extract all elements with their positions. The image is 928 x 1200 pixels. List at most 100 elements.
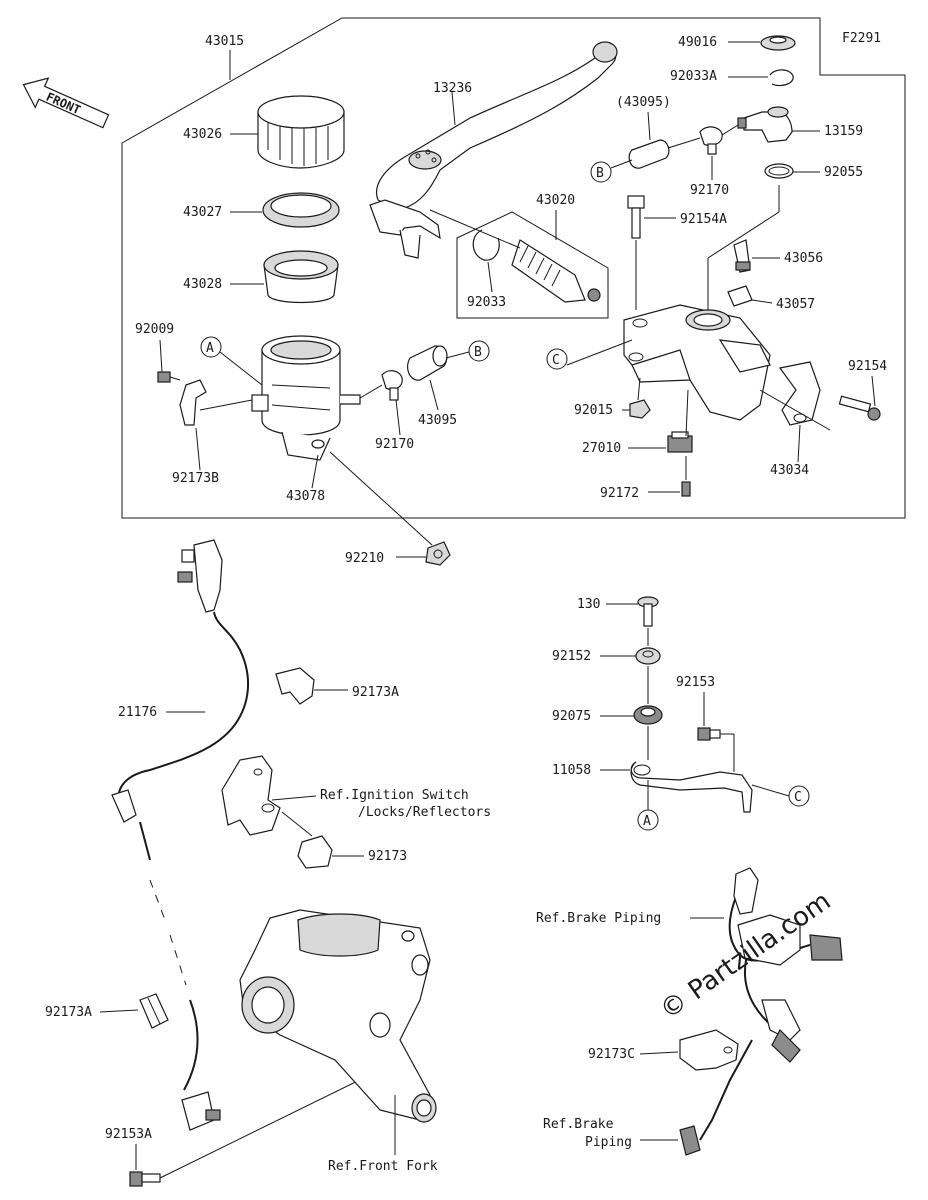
reservoir-plate bbox=[262, 192, 340, 228]
svg-text:B: B bbox=[596, 166, 604, 181]
nut-92015 bbox=[629, 399, 651, 419]
svg-text:A: A bbox=[643, 814, 651, 829]
figure-code: F2291 bbox=[842, 31, 881, 46]
label-43095-paren: (43095) bbox=[616, 95, 671, 110]
ref-brake-piping-1: Ref.Brake Piping bbox=[536, 911, 661, 926]
holder-43034 bbox=[778, 361, 821, 426]
hose-clamp-92170 bbox=[381, 370, 403, 401]
callout-b-top bbox=[590, 161, 612, 183]
label-92173B: 92173B bbox=[172, 471, 219, 486]
clip-92173 bbox=[297, 835, 333, 869]
label-27010: 27010 bbox=[582, 441, 621, 456]
ref-brake-piping-2b: Piping bbox=[585, 1135, 632, 1150]
ref-ignition-2: /Locks/Reflectors bbox=[358, 805, 491, 820]
label-43057: 43057 bbox=[776, 297, 815, 312]
bracket-ignition bbox=[221, 755, 281, 836]
label-92153A: 92153A bbox=[105, 1127, 152, 1142]
label-49016: 49016 bbox=[678, 35, 717, 50]
assembly-outline bbox=[121, 17, 906, 519]
brake-lever bbox=[369, 41, 618, 259]
label-13236: 13236 bbox=[433, 81, 472, 96]
label-92173A-top: 92173A bbox=[352, 685, 399, 700]
hose-43095-top bbox=[628, 139, 670, 169]
label-92173: 92173 bbox=[368, 849, 407, 864]
label-11058: 11058 bbox=[552, 763, 591, 778]
ref-ignition-1: Ref.Ignition Switch bbox=[320, 788, 469, 803]
label-92173C: 92173C bbox=[588, 1047, 635, 1062]
label-43015: 43015 bbox=[205, 34, 244, 49]
screw-92172 bbox=[681, 481, 691, 497]
label-92075: 92075 bbox=[552, 709, 591, 724]
label-92170-top: 92170 bbox=[690, 183, 729, 198]
clamp-92173A-top bbox=[275, 667, 315, 705]
fitting-13159 bbox=[737, 106, 793, 143]
reservoir-tank bbox=[251, 335, 361, 461]
label-130: 130 bbox=[577, 597, 600, 612]
label-92009: 92009 bbox=[135, 322, 174, 337]
label-92154A: 92154A bbox=[680, 212, 727, 227]
label-43078: 43078 bbox=[286, 489, 325, 504]
hose-43095 bbox=[407, 345, 448, 381]
label-43095: 43095 bbox=[418, 413, 457, 428]
label-92152: 92152 bbox=[552, 649, 591, 664]
callout-c-top bbox=[546, 348, 568, 370]
oring-92055 bbox=[764, 163, 794, 179]
bolt-92154A bbox=[627, 195, 645, 239]
label-92033A: 92033A bbox=[670, 69, 717, 84]
label-21176: 21176 bbox=[118, 705, 157, 720]
label-92210: 92210 bbox=[345, 551, 384, 566]
svg-text:A: A bbox=[206, 341, 214, 356]
piston-kit-frame bbox=[456, 211, 609, 319]
clamp-92173A-bottom bbox=[139, 993, 169, 1029]
svg-text:B: B bbox=[474, 345, 482, 360]
front-fork-bracket bbox=[239, 909, 437, 1123]
bolt-92154 bbox=[838, 395, 881, 421]
circlip-92033 bbox=[472, 229, 500, 261]
switch-27010 bbox=[667, 431, 693, 453]
bolt-92153 bbox=[697, 727, 721, 741]
clamp-92173C bbox=[679, 1029, 739, 1071]
cap-49016 bbox=[760, 35, 796, 51]
label-92173A-bottom: 92173A bbox=[45, 1005, 92, 1020]
washer-92152 bbox=[635, 647, 661, 665]
circlip-92033A bbox=[769, 69, 794, 87]
label-43020: 43020 bbox=[536, 193, 575, 208]
label-43056: 43056 bbox=[784, 251, 823, 266]
reservoir-cap bbox=[257, 95, 345, 169]
label-92033: 92033 bbox=[467, 295, 506, 310]
label-92170: 92170 bbox=[375, 437, 414, 452]
label-92154: 92154 bbox=[848, 359, 887, 374]
brake-piping bbox=[679, 867, 843, 1156]
hose-clamp-92170-top bbox=[699, 126, 723, 155]
label-92172: 92172 bbox=[600, 486, 639, 501]
master-cylinder-body bbox=[623, 304, 771, 421]
bleeder-43056 bbox=[733, 239, 751, 273]
label-43034: 43034 bbox=[770, 463, 809, 478]
reservoir-diaphragm bbox=[263, 250, 339, 304]
ref-brake-piping-2a: Ref.Brake bbox=[543, 1117, 614, 1132]
nut-92210 bbox=[425, 541, 451, 566]
screw-92009 bbox=[157, 371, 181, 383]
label-92015: 92015 bbox=[574, 403, 613, 418]
callout-a-top bbox=[200, 336, 222, 358]
label-92055: 92055 bbox=[824, 165, 863, 180]
label-43027: 43027 bbox=[183, 205, 222, 220]
ref-front-fork: Ref.Front Fork bbox=[328, 1159, 438, 1174]
svg-text:C: C bbox=[794, 790, 802, 805]
bolt-130 bbox=[637, 596, 659, 627]
grommet-92075 bbox=[633, 705, 663, 725]
svg-text:C: C bbox=[552, 353, 560, 368]
sensor-21176 bbox=[111, 539, 250, 1131]
label-43028: 43028 bbox=[183, 277, 222, 292]
bolt-92153A bbox=[129, 1171, 161, 1187]
clamp-92173B bbox=[179, 379, 207, 426]
callout-b-left bbox=[468, 340, 490, 362]
svg-text:FRONT: FRONT bbox=[44, 90, 83, 117]
cap-43057 bbox=[727, 285, 753, 307]
label-92153: 92153 bbox=[676, 675, 715, 690]
label-13159: 13159 bbox=[824, 124, 863, 139]
bracket-11058 bbox=[630, 761, 753, 813]
piston-assembly bbox=[511, 239, 601, 303]
label-43026: 43026 bbox=[183, 127, 222, 142]
